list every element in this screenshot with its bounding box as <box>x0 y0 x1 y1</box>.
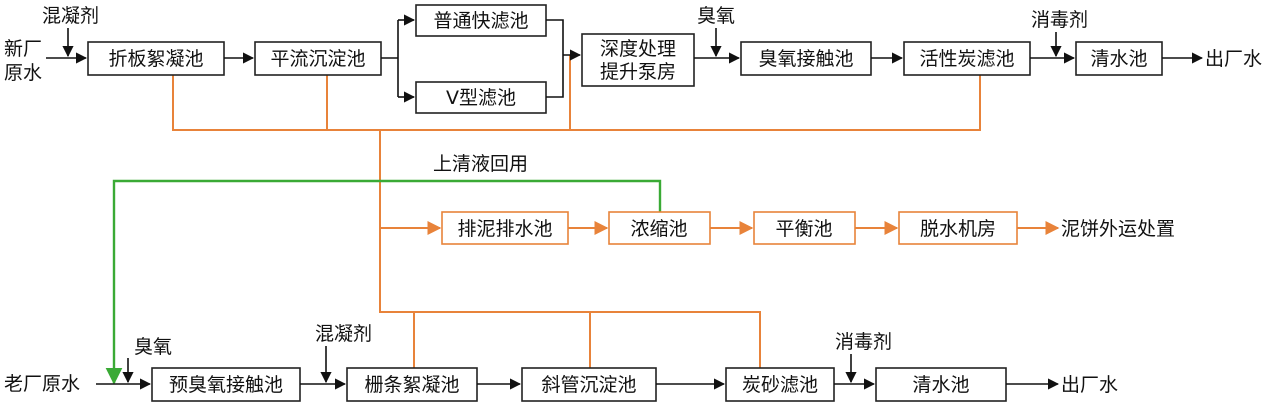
folded-plate-flocc-label: 折板絮凝池 <box>108 48 203 70</box>
new-plant-source-label-1: 新厂 <box>4 38 42 60</box>
old-clear-well-label: 清水池 <box>912 374 969 396</box>
sand-filter-label: 炭砂滤池 <box>742 374 818 396</box>
supernatant-reuse-line <box>105 179 662 385</box>
sludge-cake-label: 泥饼外运处置 <box>1061 218 1175 240</box>
old-plant-source-label: 老厂原水 <box>4 373 80 395</box>
balance-tank-label: 平衡池 <box>775 218 832 240</box>
drain-tank-box <box>441 211 569 245</box>
pump-house-label-1: 深度处理 <box>600 38 676 60</box>
new-plant-source-label-2: 原水 <box>4 62 42 84</box>
dewatering-box <box>898 211 1018 245</box>
old-ozone-label: 臭氧 <box>134 336 172 358</box>
pump-house-box <box>581 33 695 87</box>
tube-settler-label: 斜管沉淀池 <box>541 374 636 396</box>
new-disinfectant-label: 消毒剂 <box>1031 9 1088 31</box>
thickener-label: 浓缩池 <box>630 218 687 240</box>
old-disinfectant-label: 消毒剂 <box>835 331 892 353</box>
rapid-filter-label: 普通快滤池 <box>433 10 528 32</box>
dewatering-label: 脱水机房 <box>920 218 996 240</box>
grid-flocc-label: 栅条絮凝池 <box>364 374 459 396</box>
ozone-contact-label: 臭氧接触池 <box>758 48 853 70</box>
carbon-filter-box <box>903 41 1031 76</box>
new-coagulant-label: 混凝剂 <box>42 5 99 27</box>
sedimentation-label: 平流沉淀池 <box>270 48 365 70</box>
carbon-filter-label: 活性炭滤池 <box>919 48 1014 70</box>
tube-settler-box <box>521 367 657 402</box>
thickener-box <box>608 211 711 245</box>
pre-ozone-label: 预臭氧接触池 <box>169 374 283 396</box>
pre-ozone-box <box>151 367 301 402</box>
ozone-contact-box <box>740 41 872 76</box>
drain-tank-label: 排泥排水池 <box>457 218 552 240</box>
old-plant-row: 老厂原水 臭氧 预臭氧接触池 混凝剂 栅条絮凝池 斜管沉淀池 炭砂滤池 消毒剂 … <box>4 323 1118 402</box>
old-coagulant-label: 混凝剂 <box>315 323 372 345</box>
sludge-lines <box>172 55 1060 370</box>
new-clear-well-box <box>1075 41 1163 76</box>
old-clear-well-box <box>875 367 1007 402</box>
sludge-main-down-line <box>379 130 442 235</box>
merge-line <box>546 19 564 98</box>
v-filter-label: V型滤池 <box>446 87 516 109</box>
new-clear-well-label: 清水池 <box>1090 48 1147 70</box>
sand-filter-box <box>725 367 835 402</box>
sludge-row: 排泥排水池 浓缩池 平衡池 脱水机房 泥饼外运处置 <box>441 211 1175 245</box>
supernatant-reuse-label: 上清液回用 <box>433 153 528 175</box>
balance-tank-box <box>753 211 856 245</box>
sludge-collect-line-old <box>379 228 761 370</box>
new-outlet-label: 出厂水 <box>1205 48 1262 70</box>
sludge-collect-line-new <box>172 74 981 131</box>
new-plant-row: 新厂 原水 混凝剂 折板絮凝池 平流沉淀池 普通快滤池 V型滤池 深度处理 提升… <box>4 4 1262 114</box>
pump-house-label-2: 提升泵房 <box>600 61 676 83</box>
v-filter-box <box>415 81 547 114</box>
new-ozone-label: 臭氧 <box>697 5 735 27</box>
old-outlet-label: 出厂水 <box>1061 374 1118 396</box>
